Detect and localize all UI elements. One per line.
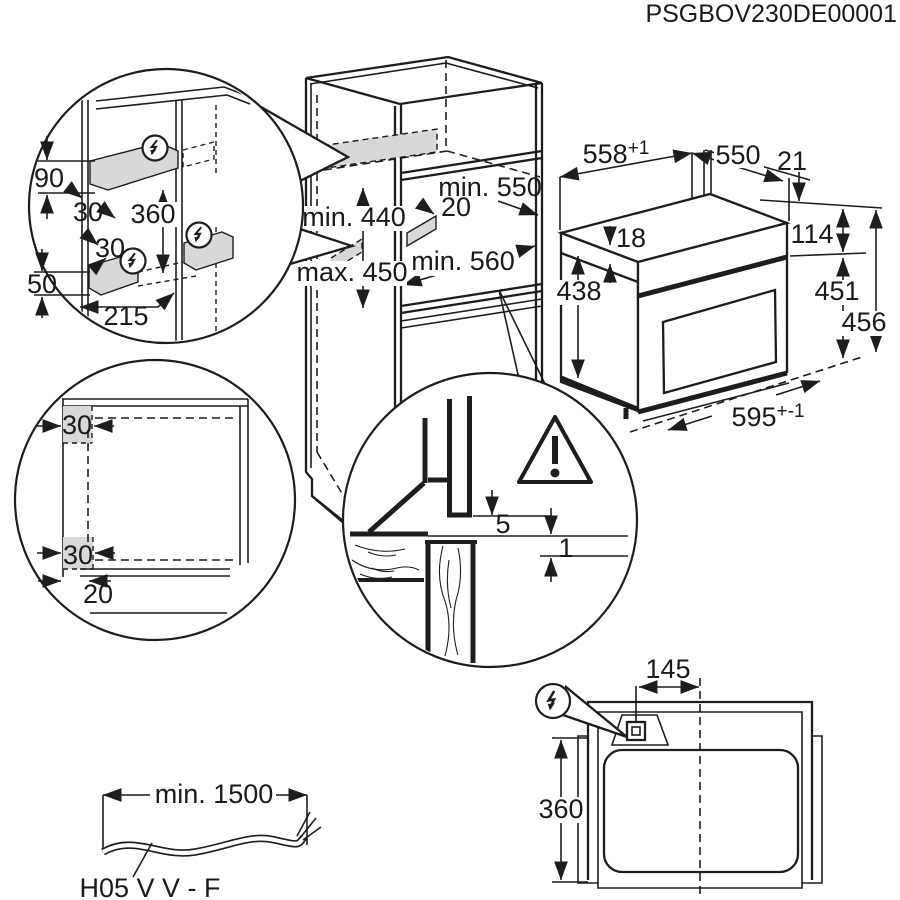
dim-total-height: 456: [841, 307, 886, 337]
dim-top-trim: 18: [616, 223, 646, 253]
cabinet-dimensions: min. 550 20 min. 440 max. 450 min. 560: [296, 172, 542, 309]
detail2-structure: [62, 398, 249, 614]
dim-front-upper: 114: [790, 219, 833, 249]
detail1-dimensions: 90 30 360 30 50 215: [27, 136, 180, 331]
oven-front-face: [636, 221, 789, 413]
dim-niche-height-max: max. 450: [296, 257, 407, 287]
mains-cable: min. 1500 H05 V V - F: [79, 779, 322, 900]
connection-housing: [610, 714, 670, 746]
dim-215: 215: [103, 301, 148, 331]
connection-box-inner: [631, 726, 641, 736]
dim-rear-width: 558+1: [583, 138, 650, 169]
dim-body-height: 438: [556, 276, 601, 306]
detail3-dimensions: 5 1: [485, 490, 574, 582]
dim-front-width: 595+-1: [731, 401, 804, 432]
outlet-zone-top-hidden: [182, 141, 215, 168]
dim-niche-depth-top: min. 550: [438, 172, 542, 202]
clearance-block-bottom: [63, 537, 93, 569]
electrical-connection-icon: [187, 223, 212, 248]
detail-circle-front-edge: 5 1: [341, 371, 639, 669]
detail3-structure: [350, 396, 628, 663]
dim-niche-height-min: min. 440: [302, 202, 406, 232]
dim-depth: 550: [715, 140, 760, 170]
dim-5: 5: [495, 509, 510, 539]
cable-type-label: H05 V V - F: [79, 873, 220, 900]
dim-rear-gap: 20: [441, 192, 471, 222]
oven-dimensions: 558+1 550 21 18 114 438 451 456 595+-1: [556, 138, 888, 432]
dim-cable-length: min. 1500: [155, 779, 274, 809]
dim-145: 145: [645, 654, 690, 684]
dim-30-top: 30: [62, 410, 92, 440]
oven-door-window: [661, 288, 778, 395]
product-code: PSGBOV230DE00001: [645, 0, 897, 28]
detail-circle-connection-positions: 90 30 360 30 50 215: [27, 67, 305, 345]
oven-top-outline: [602, 748, 800, 874]
rear-spacer-block: [406, 214, 437, 248]
electrical-connection-icon: [121, 249, 146, 274]
dim-50: 50: [27, 269, 57, 299]
plan-view: 145 360: [534, 654, 823, 898]
detail-callout-lines: [498, 289, 549, 391]
dim-30-bottom: 30: [63, 540, 93, 570]
detail-circle-side-clearances: 30 30 20: [13, 358, 297, 642]
dim-top-gap: 21: [777, 146, 807, 176]
dim-1: 1: [558, 533, 573, 563]
electrical-connection-icon: [143, 136, 168, 161]
dim-front-height: 451: [814, 276, 859, 306]
dim-360: 360: [130, 199, 175, 229]
dim-90: 90: [34, 163, 64, 193]
dim-niche-depth-bottom: min. 560: [411, 246, 515, 276]
plan-dimensions: 145 360: [537, 654, 700, 881]
oven-drawing: 558+1 550 21 18 114 438 451 456 595+-1: [556, 138, 888, 433]
dim-360: 360: [538, 794, 583, 824]
warning-icon: [517, 415, 593, 484]
detail2-dimensions: 30 30 20: [37, 410, 115, 609]
dim-20: 20: [83, 579, 113, 609]
clearance-block-top: [63, 406, 92, 443]
dim-30-upper: 30: [73, 197, 103, 227]
